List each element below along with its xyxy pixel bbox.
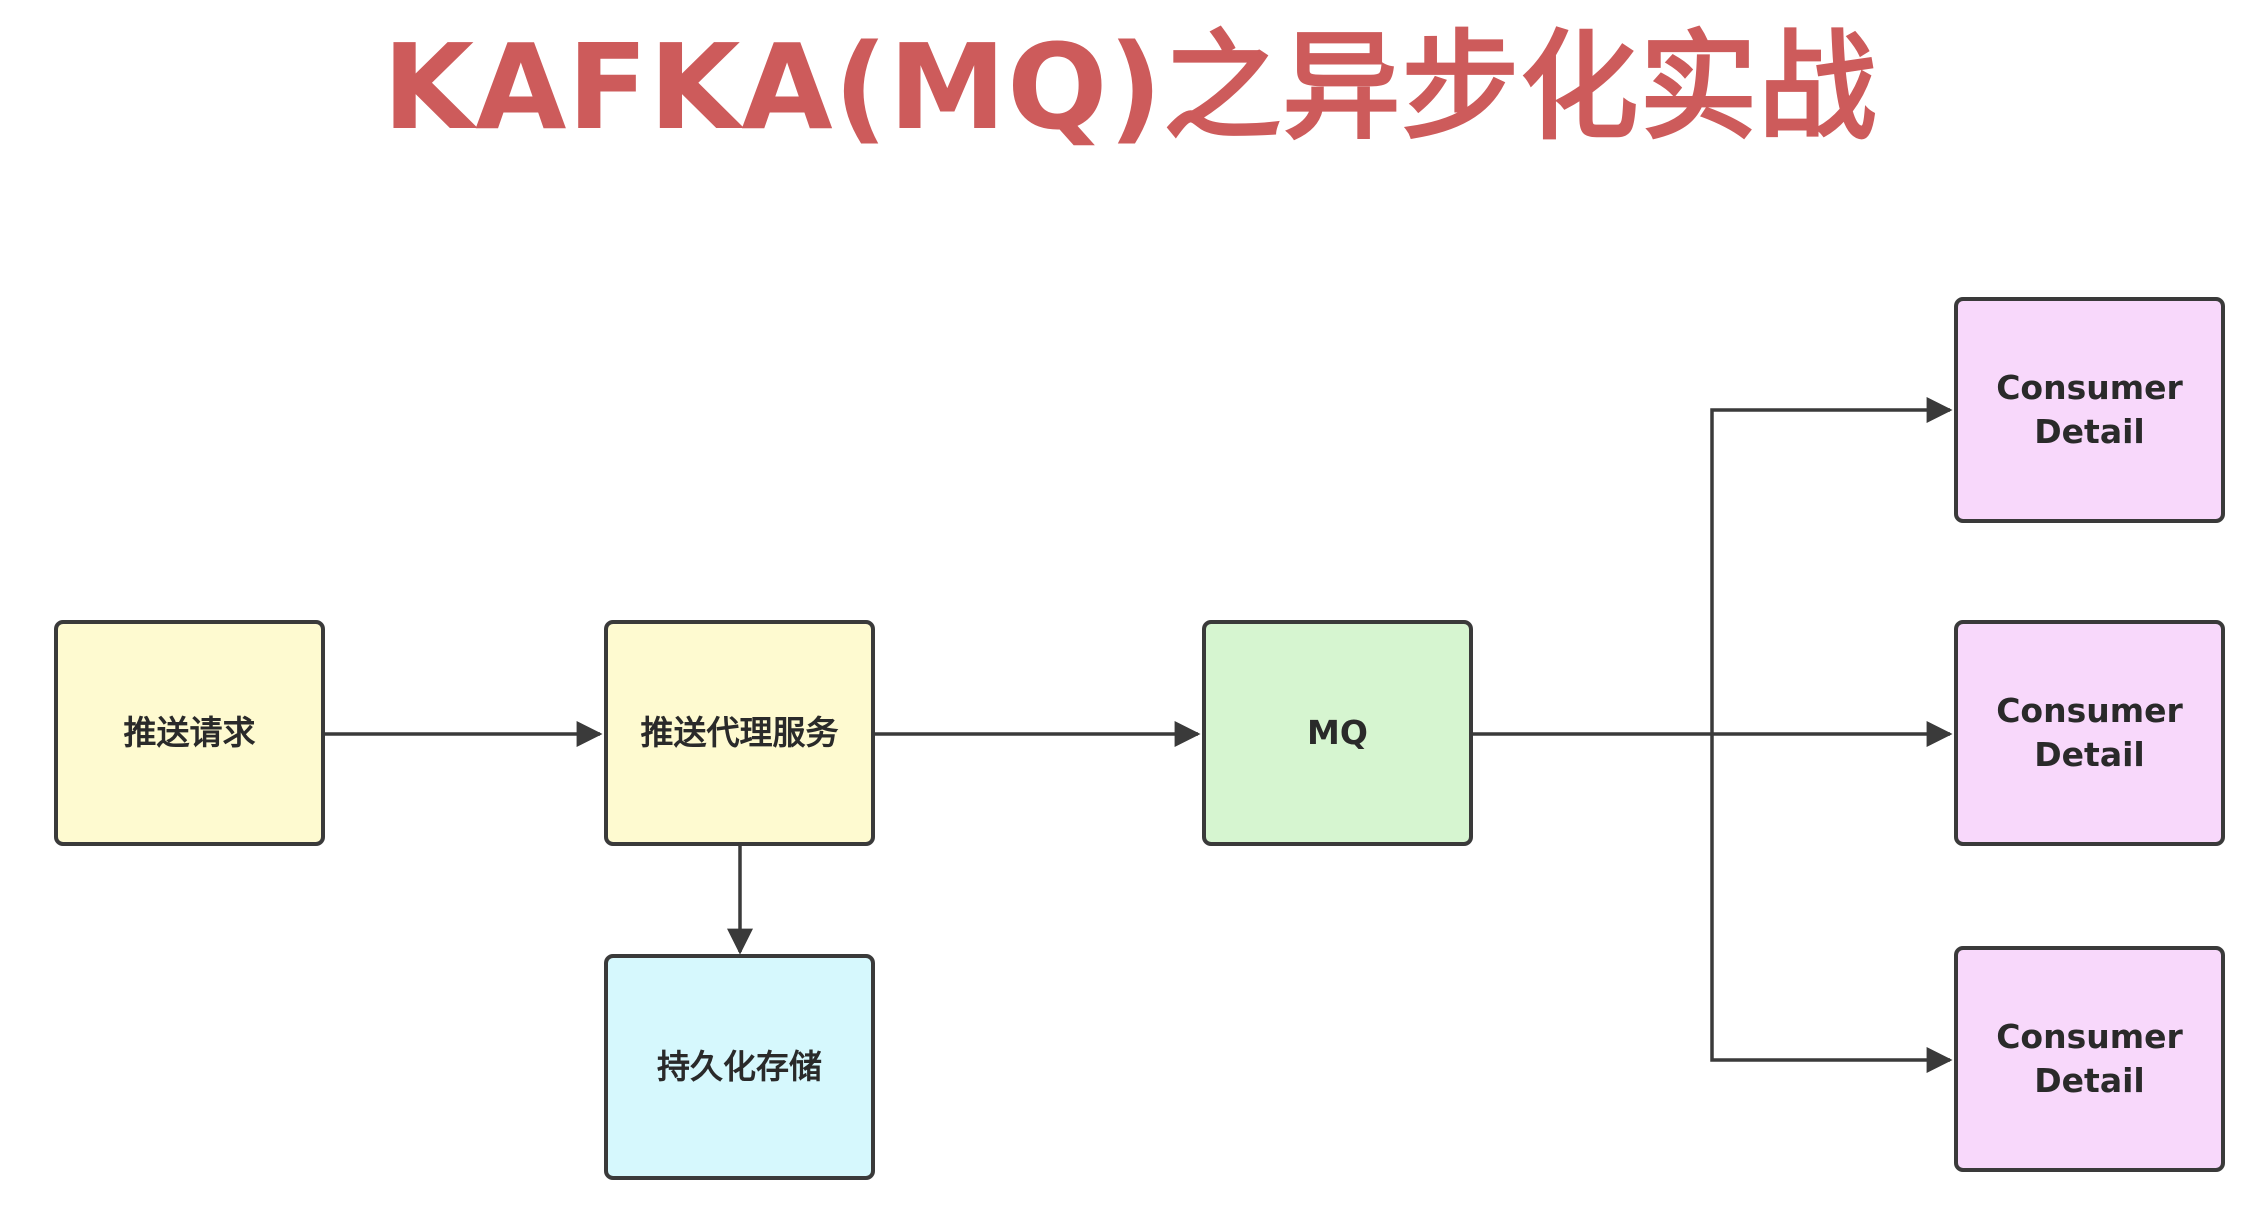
- edge-mq-to-consumer-3: [1710, 734, 1953, 1073]
- node-mq: MQ: [1202, 620, 1473, 846]
- node-push-request: 推送请求: [54, 620, 325, 846]
- node-consumer-detail-3: Consumer Detail: [1954, 946, 2225, 1172]
- diagram-title: KAFKA(MQ)之异步化实战: [382, 18, 1878, 156]
- node-persistent-storage: 持久化存储: [604, 954, 875, 1180]
- node-push-proxy-service: 推送代理服务: [604, 620, 875, 846]
- node-consumer-detail-1: Consumer Detail: [1954, 297, 2225, 523]
- node-consumer-detail-2: Consumer Detail: [1954, 620, 2225, 846]
- edge-mq-to-consumer-1: [1710, 397, 1953, 734]
